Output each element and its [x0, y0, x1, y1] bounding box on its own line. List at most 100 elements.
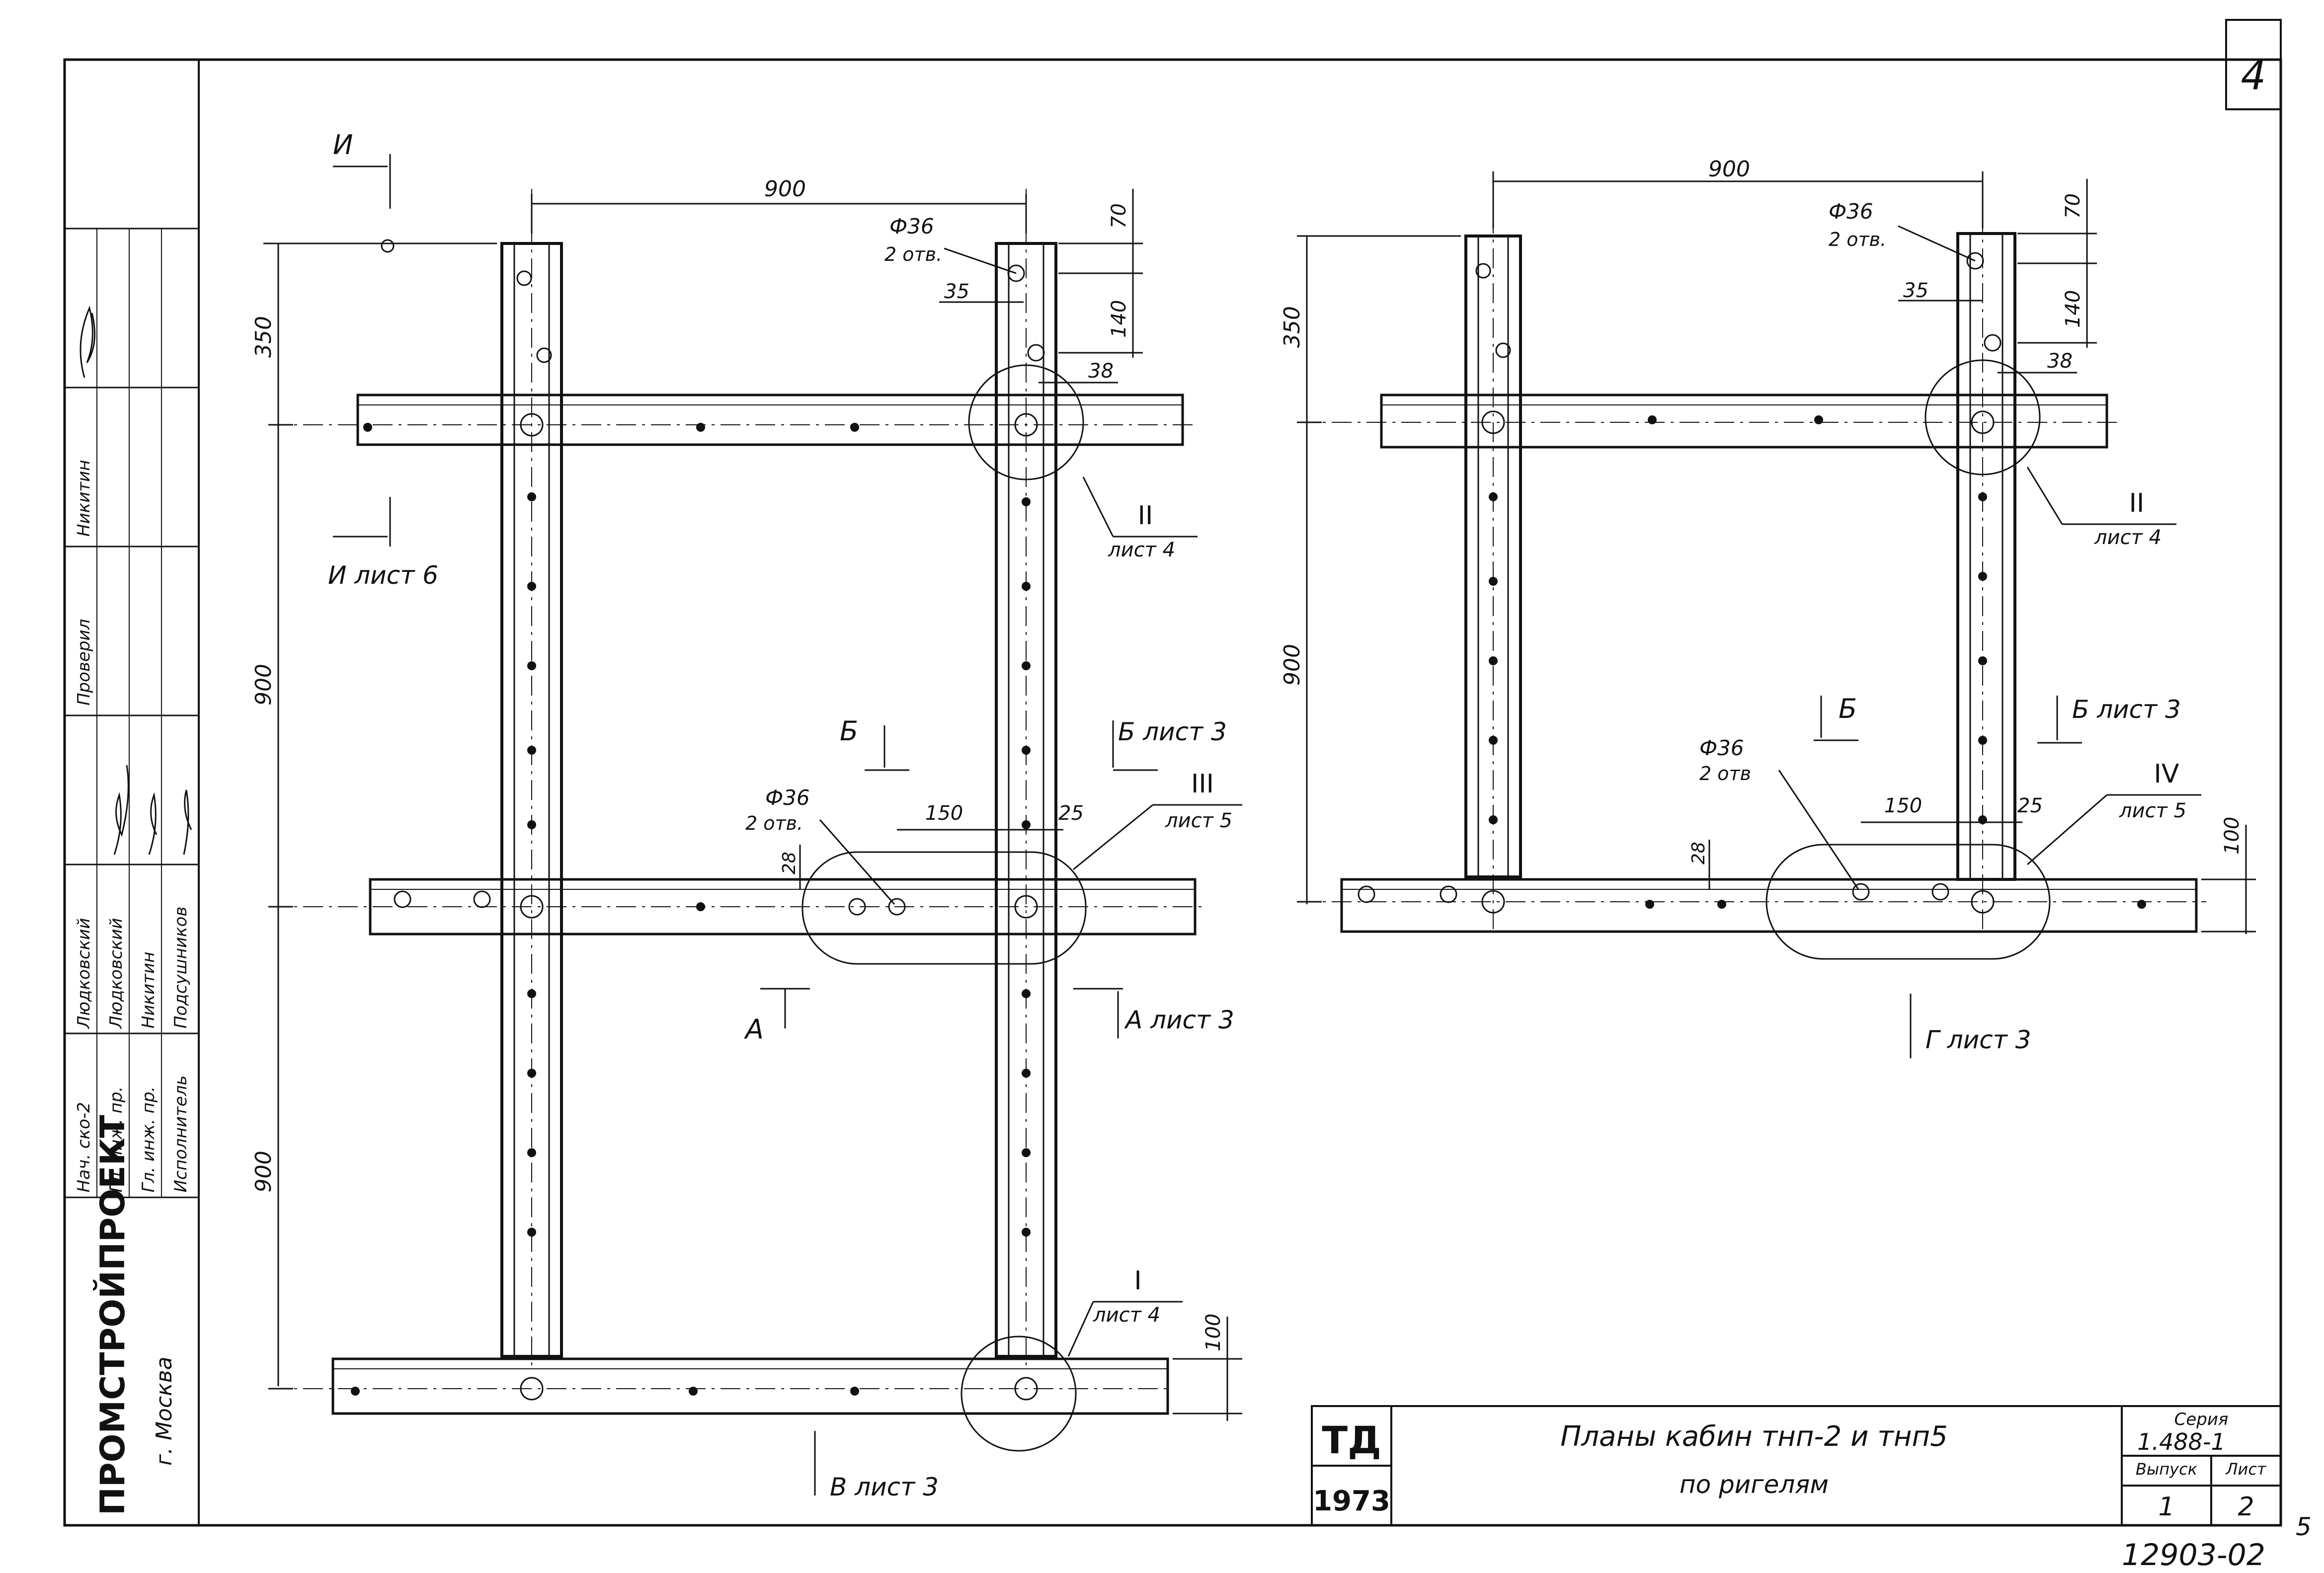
left-dim-900-mid: 900 [251, 664, 276, 706]
right-section-B-left: Б [1839, 693, 1857, 724]
left-plan [263, 154, 1242, 1495]
right-dim-140: 140 [2062, 290, 2084, 328]
right-node-IV: IV [2154, 759, 2179, 789]
left-node-I: I [1134, 1266, 1141, 1296]
left-hole-top-count: 2 отв. [884, 243, 942, 265]
stamp-role-2: Гл. инж. пр. [106, 1087, 126, 1192]
right-detail-IV [1765, 844, 2051, 960]
left-detail-II [968, 364, 1084, 480]
stamp-name-1: Людковский [74, 918, 94, 1030]
left-dimensions [263, 154, 1242, 1495]
left-beam-mid [369, 878, 1197, 936]
title-year: 1973 [1313, 1485, 1390, 1517]
right-dim-900-top: 900 [1708, 157, 1750, 182]
right-section-G: Г лист 3 [1925, 1025, 2031, 1054]
series-label: Серия [2174, 1410, 2229, 1429]
left-section-A-right: А лист 3 [1124, 1006, 1234, 1034]
right-dim-900: 900 [1280, 644, 1305, 686]
left-dim-25: 25 [1058, 802, 1084, 825]
left-bolt-dots [351, 423, 1031, 1396]
right-dim-70: 70 [2062, 193, 2084, 219]
left-column-holes [394, 264, 1045, 1401]
left-dim-350: 350 [251, 316, 276, 358]
right-dimensions [1297, 171, 2256, 1058]
right-dim-100: 100 [2221, 817, 2244, 855]
left-node-III: III [1191, 769, 1214, 799]
left-dim-140: 140 [1108, 300, 1130, 338]
right-plan [1297, 171, 2256, 1058]
right-node-II-sheet: лист 4 [2094, 526, 2162, 549]
stamp-org: ПРОМСТРОЙПРОЕКТ [93, 1114, 133, 1515]
right-beam-bottom [1340, 878, 2198, 933]
right-hole-top-count: 2 отв. [1829, 229, 1886, 250]
left-hole-mid-count: 2 отв. [745, 812, 803, 834]
right-dim-38: 38 [2047, 350, 2073, 373]
stamp-city: г. Москва [152, 1356, 177, 1466]
right-section-B-right: Б лист 3 [2072, 695, 2181, 724]
title-line-2: по ригелям [1680, 1470, 1829, 1499]
right-beam-top [1380, 393, 2108, 449]
left-section-I-bottom: И лист 6 [328, 561, 438, 590]
left-beam-bottom [331, 1357, 1169, 1415]
signature-marks [80, 306, 192, 855]
stamp-checked-name: Никитин [74, 460, 94, 537]
left-detail-III [801, 851, 1087, 965]
right-dim-350: 350 [1280, 306, 1305, 348]
sheet-frame [63, 19, 2282, 1527]
left-dim-150: 150 [925, 802, 963, 825]
issue-label: Выпуск [2136, 1460, 2198, 1479]
title-line-1: Планы кабин тнп-2 и тнп5 [1560, 1420, 1948, 1453]
right-holes [1358, 252, 2002, 914]
stamp-role-1: Нач. ско-2 [74, 1102, 94, 1192]
stamp-name-3: Никитин [139, 952, 159, 1028]
left-dim-900-low: 900 [251, 1151, 276, 1192]
left-dim-70: 70 [1108, 203, 1130, 229]
right-column-2 [1956, 232, 2016, 881]
title-mark: ТД [1322, 1418, 1381, 1462]
left-dim-100: 100 [1202, 1314, 1225, 1351]
left-ref-circle [381, 239, 395, 253]
issue-value: 1 [2158, 1492, 2174, 1522]
left-section-I-top: И [333, 129, 353, 160]
left-dim-38: 38 [1088, 360, 1114, 383]
left-section-V: В лист 3 [830, 1473, 939, 1501]
sheet-number: 4 [2241, 53, 2266, 99]
sheet-value: 2 [2238, 1492, 2254, 1522]
title-block [1311, 1405, 2282, 1526]
left-dim-28: 28 [779, 852, 800, 874]
left-hole-mid: Ф36 [765, 786, 810, 810]
right-dim-150: 150 [1884, 794, 1922, 817]
right-hole-top: Ф36 [1829, 199, 1873, 224]
left-hole-top: Ф36 [889, 214, 934, 238]
stamp-name-2: Людковский [106, 918, 126, 1030]
stamp-checked-label: Проверил [74, 619, 94, 706]
doc-code: 12903-02 [2122, 1538, 2265, 1573]
left-section-B-right: Б лист 3 [1118, 717, 1227, 746]
left-node-I-sheet: лист 4 [1093, 1304, 1160, 1327]
sheet-label: Лист [2225, 1460, 2266, 1479]
left-node-II: II [1138, 501, 1153, 531]
stamp-name-4: Подсушников [171, 906, 191, 1028]
left-section-B-left: Б [840, 715, 858, 747]
side-stamp [65, 228, 199, 1198]
stamp-role-4: Исполнитель [171, 1075, 191, 1192]
right-detail-II [1924, 359, 2041, 475]
stamp-role-3: Гл. инж. пр. [139, 1087, 159, 1192]
left-section-A-left: А [744, 1014, 764, 1045]
left-beam-top [356, 393, 1184, 446]
right-hole-mid-count: 2 отв [1699, 763, 1751, 785]
right-dim-28: 28 [1688, 842, 1709, 865]
left-dim-900-top: 900 [764, 176, 806, 202]
left-node-III-sheet: лист 5 [1165, 809, 1232, 832]
left-node-II-sheet: лист 4 [1108, 539, 1175, 561]
page-number: 5 [2296, 1512, 2312, 1541]
right-bolt-dots [1489, 415, 2146, 909]
right-hole-mid: Ф36 [1699, 736, 1744, 760]
left-dim-35: 35 [944, 280, 969, 303]
right-node-IV-sheet: лист 5 [2119, 799, 2186, 822]
right-node-II: II [2129, 488, 2145, 518]
right-dim-35: 35 [1903, 279, 1928, 302]
right-dim-25: 25 [2017, 794, 2043, 817]
left-detail-I [961, 1336, 1077, 1452]
